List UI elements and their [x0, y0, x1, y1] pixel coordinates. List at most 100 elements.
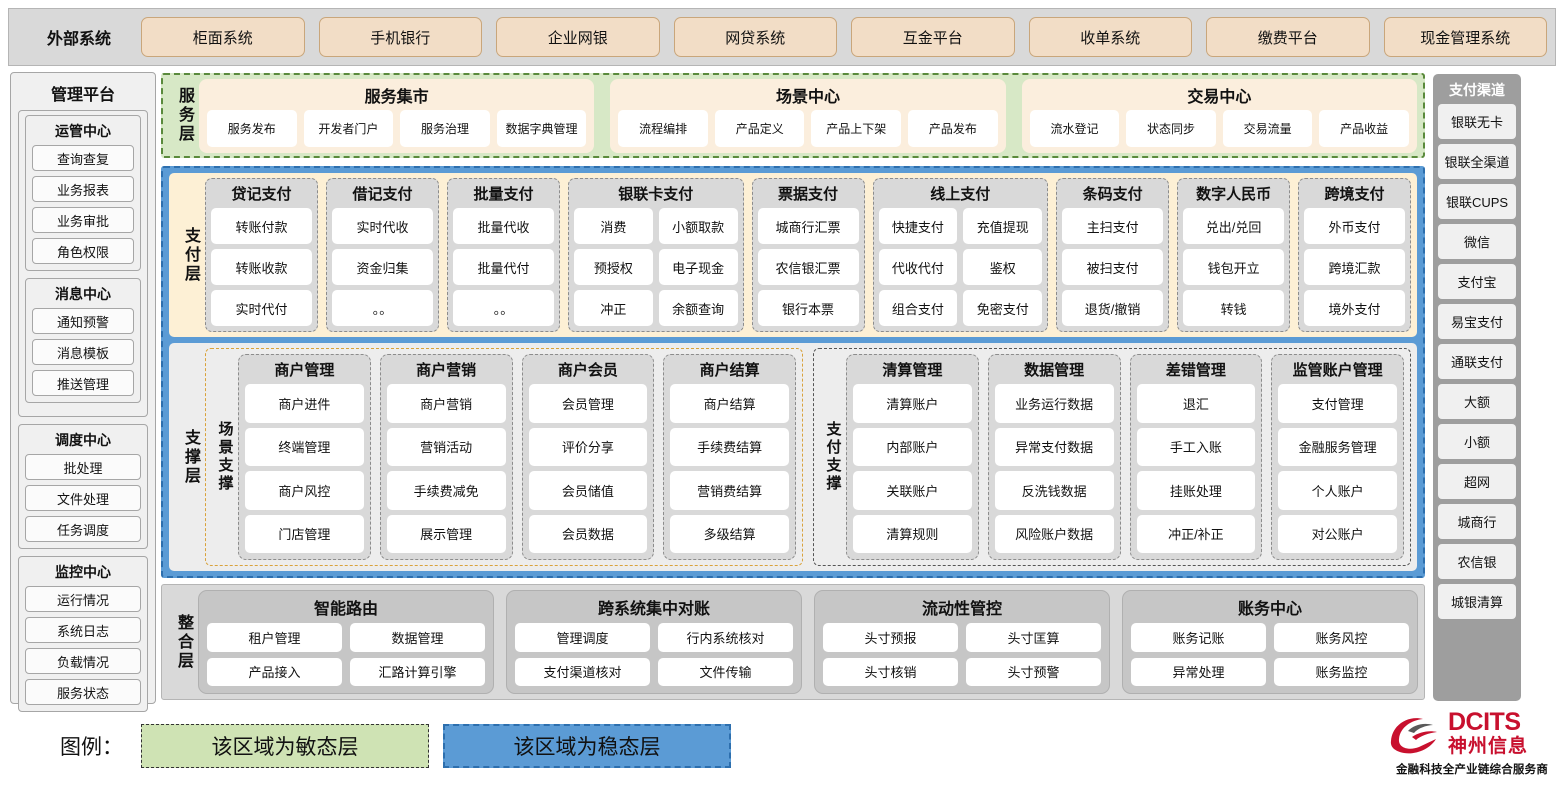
- payment-chip[interactable]: 余额查询: [658, 290, 738, 326]
- payment-chip[interactable]: 。。: [331, 290, 433, 326]
- support-chip[interactable]: 门店管理: [245, 514, 364, 553]
- support-chip[interactable]: 异常支付数据: [994, 427, 1114, 466]
- service-chip[interactable]: 产品定义: [714, 109, 805, 147]
- support-chip[interactable]: 个人账户: [1278, 471, 1397, 510]
- payment-chip[interactable]: 小额取款: [658, 208, 738, 244]
- payment-channel-chip[interactable]: 农信银: [1438, 544, 1516, 579]
- management-item[interactable]: 消息模板: [32, 339, 134, 365]
- support-chip[interactable]: 会员储值: [528, 471, 648, 510]
- external-system-chip[interactable]: 缴费平台: [1206, 17, 1370, 57]
- payment-chip[interactable]: 实时代付: [211, 290, 312, 326]
- payment-chip[interactable]: 农信银汇票: [757, 249, 859, 285]
- service-chip[interactable]: 状态同步: [1126, 109, 1216, 147]
- service-chip[interactable]: 产品上下架: [811, 109, 902, 147]
- external-system-chip[interactable]: 收单系统: [1028, 17, 1192, 57]
- support-chip[interactable]: 商户结算: [670, 384, 789, 423]
- payment-chip[interactable]: 钱包开立: [1183, 249, 1285, 285]
- management-item[interactable]: 运行情况: [25, 586, 141, 612]
- payment-chip[interactable]: 批量代收: [452, 208, 554, 244]
- payment-channel-chip[interactable]: 小额: [1438, 424, 1516, 459]
- support-chip[interactable]: 会员数据: [528, 514, 648, 553]
- management-item[interactable]: 角色权限: [32, 238, 134, 264]
- support-chip[interactable]: 展示管理: [386, 514, 506, 553]
- integration-chip[interactable]: 账务监控: [1274, 657, 1409, 686]
- support-chip[interactable]: 手续费减免: [386, 471, 506, 510]
- integration-chip[interactable]: 异常处理: [1131, 657, 1266, 686]
- management-item[interactable]: 通知预警: [32, 308, 134, 334]
- payment-chip[interactable]: 跨境汇款: [1304, 249, 1406, 285]
- support-chip[interactable]: 会员管理: [528, 384, 648, 423]
- payment-chip[interactable]: 转钱: [1183, 290, 1285, 326]
- support-chip[interactable]: 对公账户: [1278, 514, 1397, 553]
- support-chip[interactable]: 商户进件: [245, 384, 364, 423]
- service-chip[interactable]: 流程编排: [618, 109, 708, 147]
- integration-chip[interactable]: 产品接入: [207, 657, 342, 686]
- payment-chip[interactable]: 组合支付: [878, 290, 958, 326]
- payment-chip[interactable]: 鉴权: [963, 249, 1043, 285]
- payment-channel-chip[interactable]: 支付宝: [1438, 264, 1516, 299]
- management-item[interactable]: 批处理: [25, 454, 141, 480]
- management-item[interactable]: 查询查复: [32, 145, 134, 171]
- payment-chip[interactable]: 转账付款: [211, 208, 312, 244]
- support-chip[interactable]: 清算规则: [853, 514, 972, 553]
- support-chip[interactable]: 业务运行数据: [994, 384, 1114, 423]
- support-chip[interactable]: 营销费结算: [670, 471, 789, 510]
- payment-chip[interactable]: 境外支付: [1304, 290, 1406, 326]
- support-chip[interactable]: 手工入账: [1136, 427, 1256, 466]
- support-chip[interactable]: 金融服务管理: [1278, 427, 1397, 466]
- management-item[interactable]: 业务审批: [32, 207, 134, 233]
- payment-chip[interactable]: 主扫支付: [1062, 208, 1164, 244]
- service-chip[interactable]: 服务治理: [400, 109, 490, 147]
- integration-chip[interactable]: 数据管理: [350, 623, 485, 652]
- payment-chip[interactable]: 被扫支付: [1062, 249, 1164, 285]
- integration-chip[interactable]: 账务记账: [1131, 623, 1266, 652]
- integration-chip[interactable]: 头寸预警: [966, 657, 1101, 686]
- management-item[interactable]: 服务状态: [25, 679, 141, 705]
- payment-chip[interactable]: 银行本票: [757, 290, 859, 326]
- management-item[interactable]: 文件处理: [25, 485, 141, 511]
- external-system-chip[interactable]: 企业网银: [496, 17, 660, 57]
- external-system-chip[interactable]: 现金管理系统: [1383, 17, 1547, 57]
- payment-chip[interactable]: 实时代收: [331, 208, 433, 244]
- management-item[interactable]: 任务调度: [25, 516, 141, 542]
- payment-channel-chip[interactable]: 银联CUPS: [1438, 184, 1516, 219]
- payment-chip[interactable]: 外币支付: [1304, 208, 1406, 244]
- support-chip[interactable]: 支付管理: [1278, 384, 1397, 423]
- integration-chip[interactable]: 头寸预报: [823, 623, 958, 652]
- service-chip[interactable]: 产品收益: [1319, 109, 1409, 147]
- payment-channel-chip[interactable]: 微信: [1438, 224, 1516, 259]
- integration-chip[interactable]: 文件传输: [658, 657, 793, 686]
- integration-chip[interactable]: 头寸核销: [823, 657, 958, 686]
- payment-chip[interactable]: 城商行汇票: [757, 208, 859, 244]
- integration-chip[interactable]: 头寸匡算: [966, 623, 1101, 652]
- support-chip[interactable]: 商户营销: [386, 384, 506, 423]
- service-chip[interactable]: 产品发布: [908, 109, 998, 147]
- external-system-chip[interactable]: 手机银行: [318, 17, 482, 57]
- payment-chip[interactable]: 批量代付: [452, 249, 554, 285]
- support-chip[interactable]: 挂账处理: [1136, 471, 1256, 510]
- service-chip[interactable]: 开发者门户: [303, 109, 394, 147]
- integration-chip[interactable]: 支付渠道核对: [515, 657, 650, 686]
- payment-chip[interactable]: 。。: [452, 290, 554, 326]
- support-chip[interactable]: 手续费结算: [670, 427, 789, 466]
- external-system-chip[interactable]: 网贷系统: [673, 17, 837, 57]
- payment-chip[interactable]: 免密支付: [963, 290, 1043, 326]
- payment-channel-chip[interactable]: 易宝支付: [1438, 304, 1516, 339]
- payment-chip[interactable]: 电子现金: [658, 249, 738, 285]
- payment-channel-chip[interactable]: 通联支付: [1438, 344, 1516, 379]
- management-item[interactable]: 系统日志: [25, 617, 141, 643]
- service-chip[interactable]: 数据字典管理: [496, 109, 587, 147]
- support-chip[interactable]: 冲正/补正: [1136, 514, 1256, 553]
- payment-channel-chip[interactable]: 大额: [1438, 384, 1516, 419]
- support-chip[interactable]: 终端管理: [245, 427, 364, 466]
- support-chip[interactable]: 清算账户: [853, 384, 972, 423]
- payment-chip[interactable]: 代收代付: [878, 249, 958, 285]
- payment-chip[interactable]: 充值提现: [963, 208, 1043, 244]
- service-chip[interactable]: 流水登记: [1029, 109, 1120, 147]
- payment-channel-chip[interactable]: 城银清算: [1438, 584, 1516, 619]
- support-chip[interactable]: 内部账户: [853, 427, 972, 466]
- support-chip[interactable]: 多级结算: [670, 514, 789, 553]
- integration-chip[interactable]: 行内系统核对: [658, 623, 793, 652]
- support-chip[interactable]: 风险账户数据: [994, 514, 1114, 553]
- payment-chip[interactable]: 预授权: [573, 249, 653, 285]
